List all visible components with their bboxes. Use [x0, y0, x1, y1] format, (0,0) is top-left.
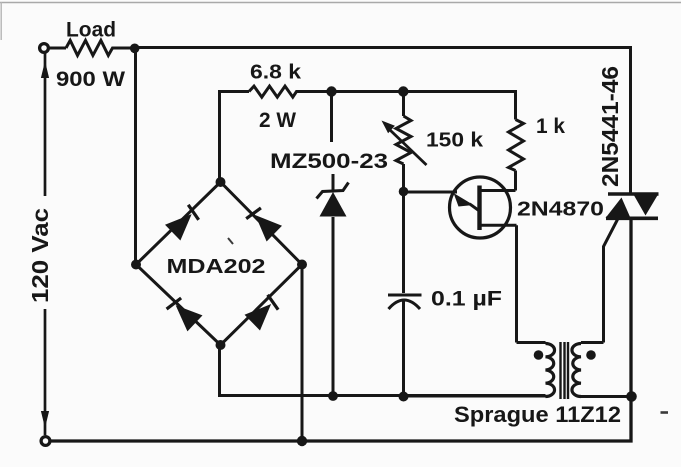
- svg-text:150 k: 150 k: [426, 129, 484, 152]
- svg-text:2N5441-46: 2N5441-46: [597, 66, 623, 187]
- svg-text:Sprague 11Z12: Sprague 11Z12: [454, 402, 621, 427]
- svg-text:900 W: 900 W: [56, 68, 125, 91]
- svg-text:6.8 k: 6.8 k: [250, 61, 302, 84]
- svg-text:MZ500-23: MZ500-23: [270, 150, 388, 173]
- svg-text:2N4870: 2N4870: [517, 199, 604, 221]
- svg-text:0.1 µF: 0.1 µF: [431, 288, 502, 311]
- svg-text:2 W: 2 W: [259, 109, 296, 132]
- svg-text:1 k: 1 k: [536, 115, 565, 138]
- svg-text:MDA202: MDA202: [167, 255, 266, 278]
- svg-text:Load: Load: [66, 19, 116, 42]
- svg-text:120 Vac: 120 Vac: [27, 208, 53, 303]
